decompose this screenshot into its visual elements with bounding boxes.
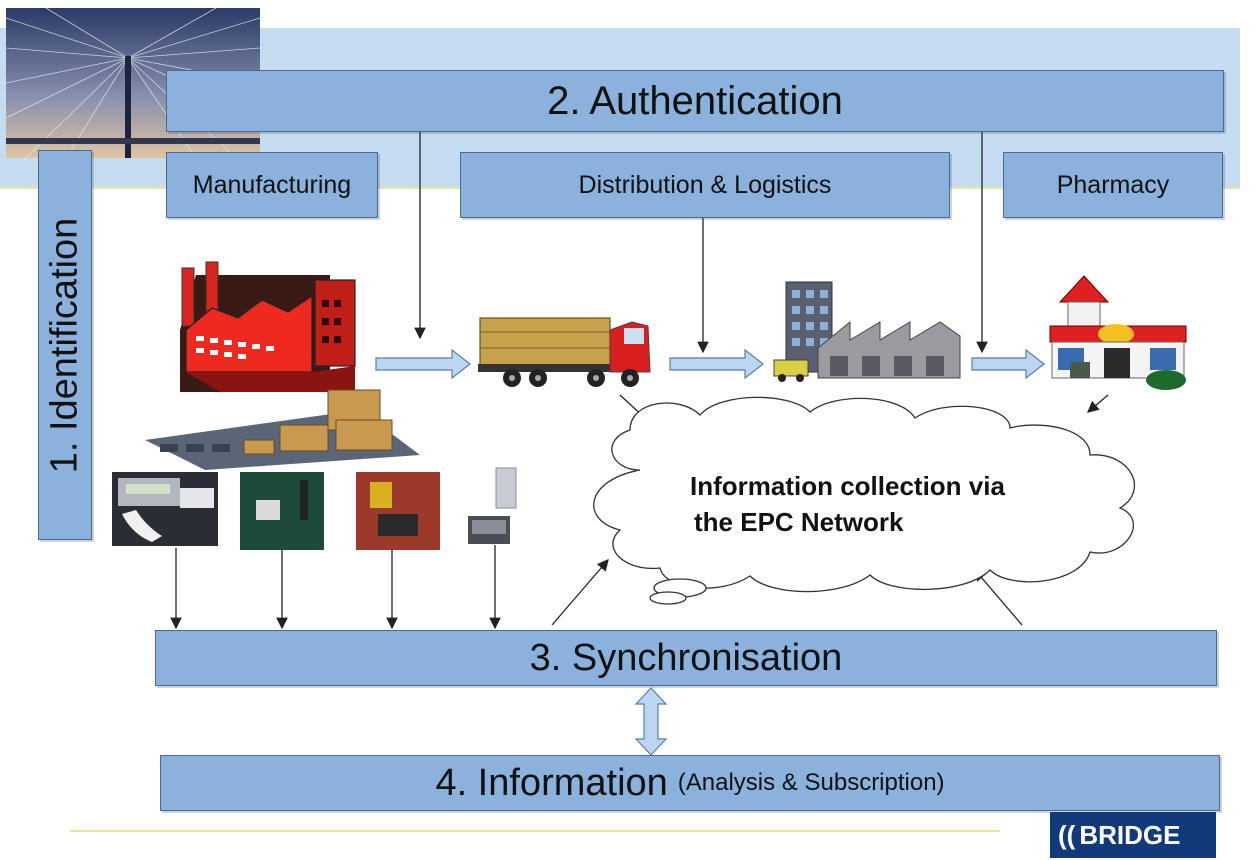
sync-to-cloud-right-arrow: [974, 569, 1023, 626]
sync-to-cloud-left-arrow: [551, 559, 609, 626]
stage-pharmacy-label: Pharmacy: [1056, 170, 1170, 199]
epc-network-cloud: [593, 396, 1135, 605]
rfid-antenna-photo: [468, 467, 517, 544]
bridge-logo-icon: ((: [1058, 819, 1076, 850]
pharmacy-store-icon: [1049, 275, 1187, 390]
cloud-caption-line-2: the EPC Network: [694, 507, 904, 537]
flow-arrow-3: [971, 348, 1045, 380]
truck-icon: [478, 317, 651, 387]
information-label: 4. Information: [435, 761, 668, 804]
flow-arrow-2: [669, 348, 764, 380]
flow-arrow-1: [375, 348, 471, 380]
bridge-logo: (( BRIDGE: [1050, 812, 1216, 858]
cloud-caption: Information collection via the EPC Netwo…: [690, 468, 1110, 540]
authentication-box: 2. Authentication: [166, 70, 1224, 132]
information-sublabel: (Analysis & Subscription): [677, 769, 945, 796]
factory-icon: [180, 261, 356, 392]
bridge-logo-text: BRIDGE: [1079, 819, 1181, 850]
stage-distribution-logistics-label: Distribution & Logistics: [578, 170, 832, 199]
authentication-label: 2. Authentication: [547, 78, 843, 123]
stage-manufacturing-label: Manufacturing: [192, 170, 352, 199]
fixed-reader-photo: [240, 472, 324, 550]
identification-box: 1. Identification: [38, 150, 92, 540]
warehouse-icon: [773, 281, 961, 382]
synchronisation-label: 3. Synchronisation: [529, 636, 843, 679]
identification-label: 1. Identification: [43, 217, 86, 473]
sync-info-double-arrow: [634, 687, 668, 756]
information-box: 4. Information (Analysis & Subscription): [160, 755, 1220, 811]
industrial-reader-photo: [356, 472, 440, 550]
stage-pharmacy: Pharmacy: [1003, 152, 1223, 218]
cloud-caption-line-1: Information collection via: [690, 471, 1005, 501]
stage-manufacturing: Manufacturing: [166, 152, 378, 218]
conveyor-icon: [145, 389, 420, 470]
handheld-scanner-photo: [112, 472, 218, 546]
footer-divider: [70, 830, 1000, 832]
synchronisation-box: 3. Synchronisation: [155, 630, 1217, 686]
stage-distribution-logistics: Distribution & Logistics: [460, 152, 950, 218]
pharmacy-to-cloud-arrow: [1087, 394, 1109, 413]
